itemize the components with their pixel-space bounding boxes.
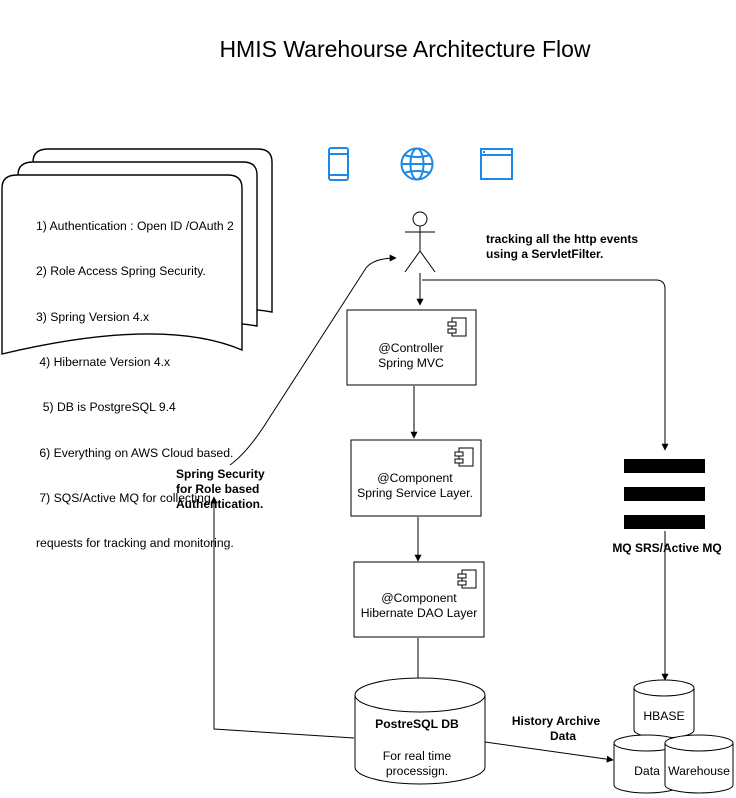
- data-cylinder: [613, 734, 681, 794]
- tracking-label-line1: tracking all the http events: [486, 232, 638, 246]
- mq-label: MQ SRS/Active MQ: [612, 541, 721, 555]
- postgres-db-cylinder: [354, 677, 486, 785]
- service-box-line1: @Component: [377, 471, 453, 485]
- hbase-label: HBASE: [643, 709, 684, 723]
- notes-line: 1) Authentication : Open ID /OAuth 2: [36, 219, 234, 234]
- db-to-archive-arrow: [484, 741, 614, 763]
- component-icon: [447, 317, 467, 337]
- queue-bar: [624, 515, 705, 529]
- archive-label-line2: Data: [550, 729, 576, 743]
- notes-line: 5) DB is PostgreSQL 9.4: [36, 400, 176, 415]
- notes-document-stack: [1, 148, 273, 355]
- globe-icon: [400, 147, 434, 181]
- db-to-security-arrow: [210, 496, 355, 739]
- controller-box-line2: Spring MVC: [378, 356, 444, 370]
- warehouse-cylinder: [664, 734, 734, 794]
- service-box-line2: Spring Service Layer.: [357, 486, 473, 500]
- warehouse-label: Warehouse: [668, 764, 730, 778]
- dao-box-line1: @Component: [381, 591, 457, 605]
- actor-to-queue-arrow: [422, 279, 669, 451]
- security-label-line1: Spring Security: [176, 467, 265, 481]
- db-name: PostreSQL DB: [375, 717, 459, 731]
- db-line2: processign.: [386, 764, 448, 778]
- data-label: Data: [634, 764, 660, 778]
- dao-box-line2: Hibernate DAO Layer: [361, 606, 478, 620]
- notes-page-front: [1, 174, 243, 355]
- security-to-actor-arrow: [229, 254, 397, 466]
- queue-bar: [624, 487, 705, 501]
- notes-line: 7) SQS/Active MQ for collecting: [36, 490, 211, 505]
- component-icon: [454, 447, 474, 467]
- notes-line: 6) Everything on AWS Cloud based.: [36, 445, 234, 460]
- db-line1: For real time: [383, 749, 452, 763]
- security-label-line2: for Role based: [176, 482, 259, 496]
- queue-bar: [624, 459, 705, 473]
- controller-box-line1: @Controller: [378, 341, 443, 355]
- notes-line: 4) Hibernate Version 4.x: [36, 355, 171, 370]
- browser-window-icon: [480, 148, 513, 180]
- page-title: HMIS Warehourse Architecture Flow: [219, 36, 591, 62]
- component-icon: [457, 569, 477, 589]
- archive-label-line1: History Archive: [512, 714, 601, 728]
- message-queue: [624, 459, 705, 529]
- notes-line: requests for tracking and monitoring.: [36, 536, 234, 551]
- security-label-line3: Authentication.: [176, 497, 263, 511]
- notes-line: 3) Spring Version 4.x: [36, 309, 150, 324]
- user-actor-icon: [404, 211, 436, 273]
- mobile-icon: [328, 147, 349, 181]
- notes-line: 2) Role Access Spring Security.: [36, 264, 206, 279]
- hbase-cylinder: [633, 679, 695, 739]
- tracking-label-line2: using a ServletFilter.: [486, 247, 603, 261]
- notes-text: 1) Authentication : Open ID /OAuth 2 2) …: [36, 189, 234, 566]
